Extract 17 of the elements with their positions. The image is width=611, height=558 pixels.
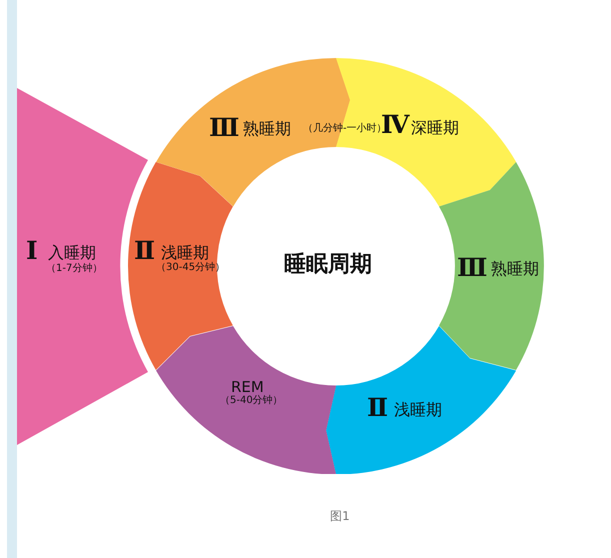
- roman-numeral: Ⅰ: [26, 238, 38, 263]
- roman-numeral: Ⅲ: [208, 115, 240, 140]
- duration-label: （30-45分钟）: [156, 263, 226, 273]
- roman-numeral: Ⅱ: [134, 238, 156, 263]
- duration-label: （5-40分钟）: [220, 396, 283, 406]
- stage-label: 浅睡期: [394, 402, 442, 418]
- stage-label: 浅睡期: [161, 245, 209, 261]
- roman-numeral: Ⅱ: [367, 395, 388, 420]
- duration-label: （1-7分钟）: [46, 264, 102, 274]
- stage-label: 入睡期: [48, 245, 96, 261]
- roman-numeral: Ⅲ: [456, 255, 488, 280]
- figure-caption: 图1: [329, 508, 351, 525]
- stage-label: 深睡期: [411, 120, 459, 136]
- stage-label: 熟睡期: [490, 261, 539, 277]
- center-title: 睡眠周期: [284, 254, 372, 276]
- stage-label: 熟睡期: [242, 121, 291, 137]
- stage-label: REM: [230, 380, 264, 395]
